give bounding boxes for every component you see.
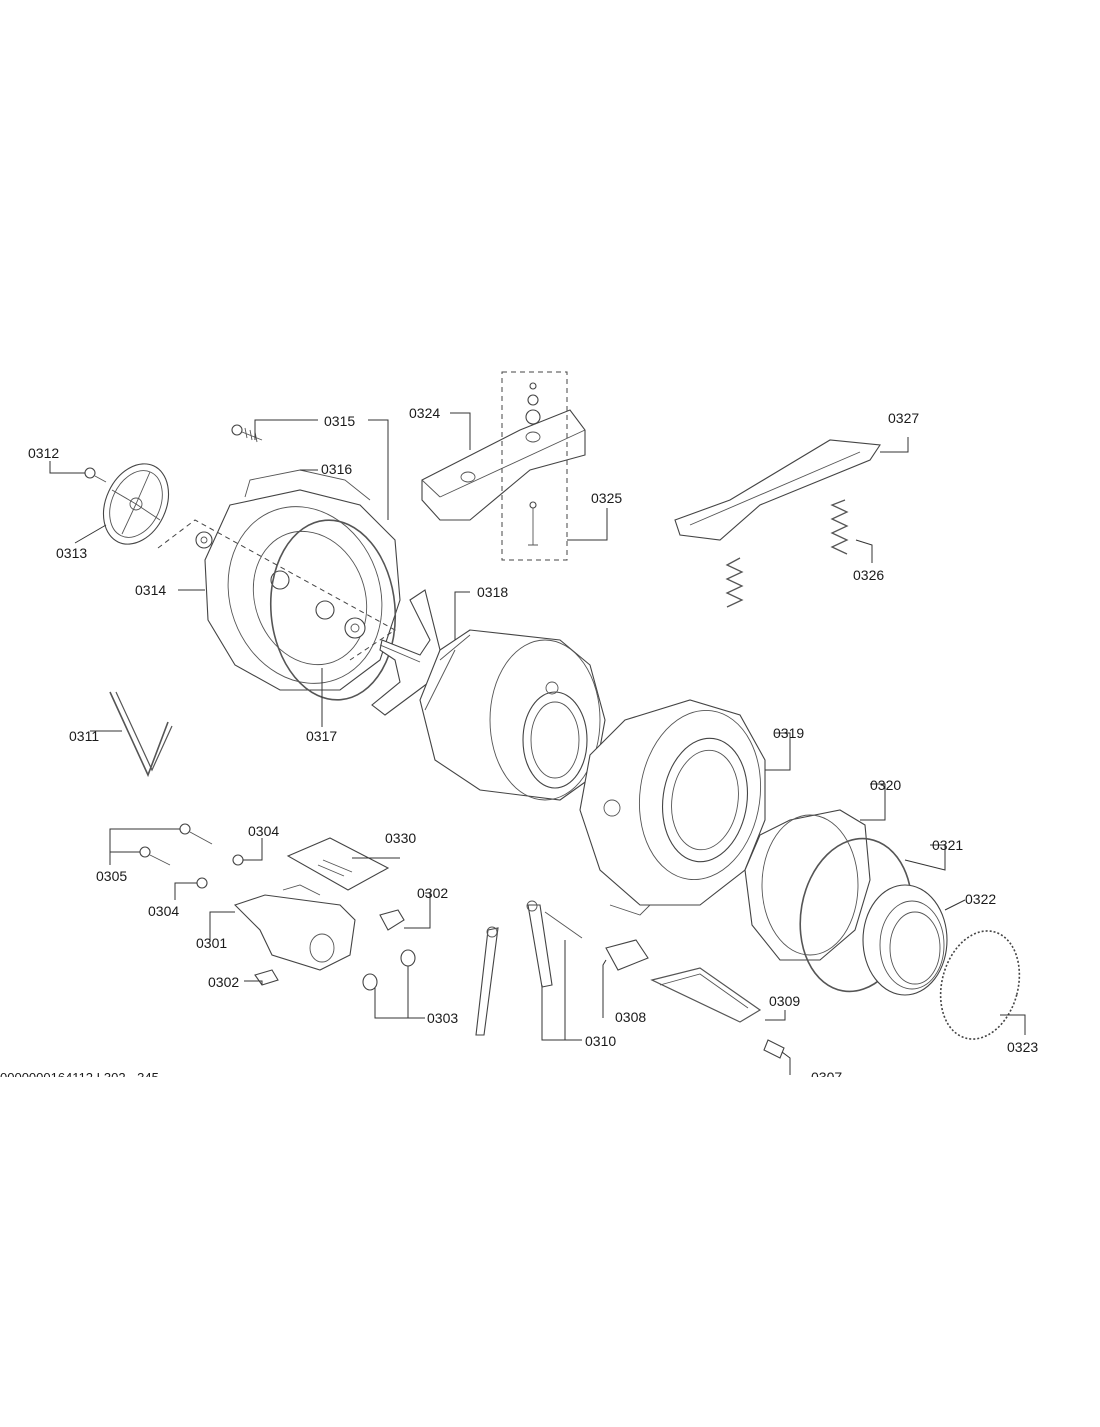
- callout-0315: 0315: [324, 413, 355, 429]
- part-0314-rear-tub: [204, 469, 401, 691]
- part-0308-switch: [605, 939, 649, 971]
- part-0310-shock-absorbers: [475, 900, 583, 1036]
- part-0319-front-tub: [579, 699, 766, 916]
- callout-0318: 0318: [477, 584, 508, 600]
- part-0326-springs: [725, 499, 849, 608]
- part-0313-pulley: [102, 463, 170, 545]
- callout-0313: 0313: [56, 545, 87, 561]
- part-0307-sensor: [763, 1039, 785, 1059]
- part-0324-weight: [421, 409, 586, 521]
- part-0318-drum: [419, 629, 606, 801]
- callout-0316: 0316: [321, 461, 352, 477]
- callout-0324: 0324: [409, 405, 440, 421]
- callout-0314: 0314: [135, 582, 166, 598]
- callout-0303: 0303: [427, 1010, 458, 1026]
- part-0302-brackets: [254, 909, 405, 986]
- callout-0305: 0305: [96, 868, 127, 884]
- callout-0326: 0326: [853, 567, 884, 583]
- callout-0302-bottom: 0302: [208, 974, 239, 990]
- part-0309-heater: [650, 967, 762, 1023]
- callout-0310: 0310: [585, 1033, 616, 1049]
- part-0317-seal-ring: [269, 519, 397, 701]
- part-0315-screw: [231, 424, 263, 443]
- callout-0321: 0321: [932, 837, 963, 853]
- callout-0312: 0312: [28, 445, 59, 461]
- part-0327-crossbar: [674, 439, 881, 541]
- callout-0320: 0320: [870, 777, 901, 793]
- part-0312-screw: [84, 467, 107, 483]
- callout-0309: 0309: [769, 993, 800, 1009]
- callout-0330: 0330: [385, 830, 416, 846]
- part-0325-fixing-kit: [501, 371, 568, 561]
- part-0330-document: [286, 837, 390, 891]
- callout-0319: 0319: [773, 725, 804, 741]
- part-0305-screws: [139, 823, 213, 866]
- part-0304-clips: [196, 854, 244, 889]
- callout-0304-bottom: 0304: [148, 903, 179, 919]
- callout-0327: 0327: [888, 410, 919, 426]
- callout-0301: 0301: [196, 935, 227, 951]
- part-0322-door-seal: [862, 884, 948, 996]
- leader-lines: [49, 412, 1026, 1075]
- callout-0325: 0325: [591, 490, 622, 506]
- part-0323-clamp-ring: [939, 930, 1021, 1040]
- callout-0304-top: 0304: [248, 823, 279, 839]
- part-0314-bearings: [157, 519, 396, 661]
- callout-0317: 0317: [306, 728, 337, 744]
- callout-0308: 0308: [615, 1009, 646, 1025]
- callout-0322: 0322: [965, 891, 996, 907]
- part-0303-grommets: [362, 949, 416, 991]
- callout-0323: 0323: [1007, 1039, 1038, 1055]
- callout-labels: 0312 0313 0314 0315 0316 0317 0318 0324 …: [0, 405, 1038, 1085]
- bottom-crop: [0, 1077, 1100, 1422]
- callout-0311: 0311: [69, 728, 99, 744]
- part-0311-belt: [109, 691, 173, 778]
- part-0301-motor: [233, 884, 356, 971]
- callout-0302-top: 0302: [417, 885, 448, 901]
